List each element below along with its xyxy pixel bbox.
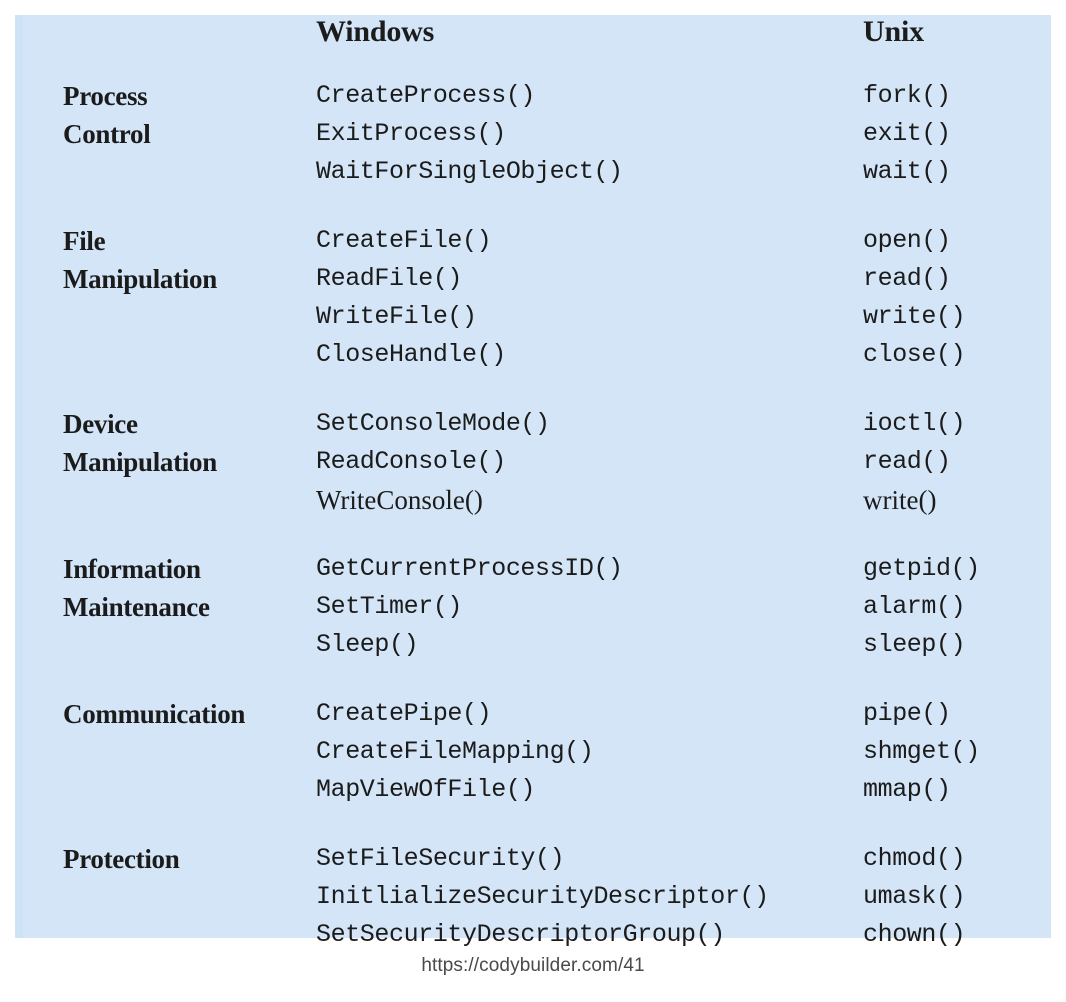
- windows-call: SetFileSecurity(): [316, 844, 565, 873]
- windows-call: CreateFileMapping(): [316, 737, 594, 766]
- windows-call: WriteConsole(): [316, 485, 483, 515]
- windows-call: GetCurrentProcessID(): [316, 554, 623, 583]
- category-label-continuation: [15, 771, 268, 809]
- column-header-unix: Unix: [863, 15, 924, 48]
- group-spacer-cell: [15, 374, 1051, 405]
- category-label-continuation: Manipulation: [63, 264, 217, 294]
- group-spacer-cell: [15, 664, 1051, 695]
- table-row: File CreateFile() open(): [15, 222, 1051, 260]
- windows-call: SetSecurityDescriptorGroup(): [316, 920, 725, 949]
- unix-call: getpid(): [863, 554, 980, 583]
- table-header-row: Windows Unix: [15, 15, 1051, 77]
- unix-call: fork(): [863, 81, 951, 110]
- windows-call: SetTimer(): [316, 592, 463, 621]
- table-row: Sleep() sleep(): [15, 626, 1051, 664]
- category-label: Process: [63, 81, 148, 111]
- windows-call: MapViewOfFile(): [316, 775, 536, 804]
- table-row: Maintenance SetTimer() alarm(): [15, 588, 1051, 626]
- windows-call: WriteFile(): [316, 302, 477, 331]
- category-label: Information: [63, 554, 201, 584]
- category-label-continuation: [15, 916, 268, 954]
- category-label-continuation: Control: [63, 119, 151, 149]
- group-spacer: [15, 519, 1051, 550]
- category-label-continuation: Manipulation: [63, 447, 217, 477]
- group-spacer-cell: [15, 519, 1051, 550]
- unix-call: write(): [863, 485, 937, 515]
- category-label-continuation: [15, 733, 268, 771]
- category-label-continuation: [15, 626, 268, 664]
- table-row: WriteConsole() write(): [15, 481, 1051, 519]
- category-label-continuation: [15, 878, 268, 916]
- windows-call: CreateProcess(): [316, 81, 536, 110]
- table-row: Protection SetFileSecurity() chmod(): [15, 840, 1051, 878]
- column-header-windows: Windows: [316, 15, 435, 48]
- table-row: WaitForSingleObject() wait(): [15, 153, 1051, 191]
- unix-call: ioctl(): [863, 409, 966, 438]
- windows-call: CreateFile(): [316, 226, 492, 255]
- unix-call: close(): [863, 340, 966, 369]
- windows-call: WaitForSingleObject(): [316, 157, 623, 186]
- category-label: File: [63, 226, 106, 256]
- unix-call: read(): [863, 264, 951, 293]
- unix-call: umask(): [863, 882, 966, 911]
- system-calls-table: Windows Unix Process CreateProcess() fork(…: [15, 15, 1051, 954]
- group-spacer-cell: [15, 809, 1051, 840]
- table-body: Process CreateProcess() fork() Control ExitP…: [15, 77, 1051, 954]
- group-spacer-cell: [15, 191, 1051, 222]
- table-row: Process CreateProcess() fork(): [15, 77, 1051, 115]
- table-row: Communication CreatePipe() pipe(): [15, 695, 1051, 733]
- table-row: Manipulation ReadFile() read(): [15, 260, 1051, 298]
- unix-call: chown(): [863, 920, 966, 949]
- table-header: Windows Unix: [15, 15, 1051, 77]
- table-row: MapViewOfFile() mmap(): [15, 771, 1051, 809]
- unix-call: pipe(): [863, 699, 951, 728]
- table-row: InitlializeSecurityDescriptor() umask(): [15, 878, 1051, 916]
- group-spacer: [15, 374, 1051, 405]
- category-label-continuation: [15, 298, 268, 336]
- column-header-category: [15, 15, 268, 77]
- unix-call: alarm(): [863, 592, 966, 621]
- category-label: Device: [63, 409, 138, 439]
- category-label: Communication: [63, 699, 246, 729]
- windows-call: ReadFile(): [316, 264, 463, 293]
- unix-call: write(): [863, 302, 966, 331]
- windows-call: ExitProcess(): [316, 119, 506, 148]
- table-row: Manipulation ReadConsole() read(): [15, 443, 1051, 481]
- table-row: CreateFileMapping() shmget(): [15, 733, 1051, 771]
- group-spacer: [15, 809, 1051, 840]
- category-label-continuation: [15, 336, 268, 374]
- windows-call: CreatePipe(): [316, 699, 492, 728]
- category-label: Protection: [63, 844, 180, 874]
- windows-call: CloseHandle(): [316, 340, 506, 369]
- windows-call: ReadConsole(): [316, 447, 506, 476]
- windows-call: Sleep(): [316, 630, 419, 659]
- unix-call: shmget(): [863, 737, 980, 766]
- unix-call: open(): [863, 226, 951, 255]
- panel-left-edge-band: [15, 15, 23, 938]
- unix-call: sleep(): [863, 630, 966, 659]
- group-spacer: [15, 191, 1051, 222]
- source-url-caption: https://codybuilder.com/41: [421, 955, 645, 976]
- unix-call: read(): [863, 447, 951, 476]
- unix-call: wait(): [863, 157, 951, 186]
- table-row: SetSecurityDescriptorGroup() chown(): [15, 916, 1051, 954]
- windows-call: SetConsoleMode(): [316, 409, 550, 438]
- syscall-comparison-figure: Windows Unix Process CreateProcess() fork(…: [15, 15, 1051, 949]
- table-row: Device SetConsoleMode() ioctl(): [15, 405, 1051, 443]
- unix-call: chmod(): [863, 844, 966, 873]
- category-label-continuation: [15, 153, 268, 191]
- table-row: CloseHandle() close(): [15, 336, 1051, 374]
- category-label-continuation: [15, 481, 268, 519]
- table-row: WriteFile() write(): [15, 298, 1051, 336]
- table-row: Control ExitProcess() exit(): [15, 115, 1051, 153]
- unix-call: exit(): [863, 119, 951, 148]
- table-row: Information GetCurrentProcessID() getpid(): [15, 550, 1051, 588]
- group-spacer: [15, 664, 1051, 695]
- unix-call: mmap(): [863, 775, 951, 804]
- category-label-continuation: Maintenance: [63, 592, 210, 622]
- windows-call: InitlializeSecurityDescriptor(): [316, 882, 769, 911]
